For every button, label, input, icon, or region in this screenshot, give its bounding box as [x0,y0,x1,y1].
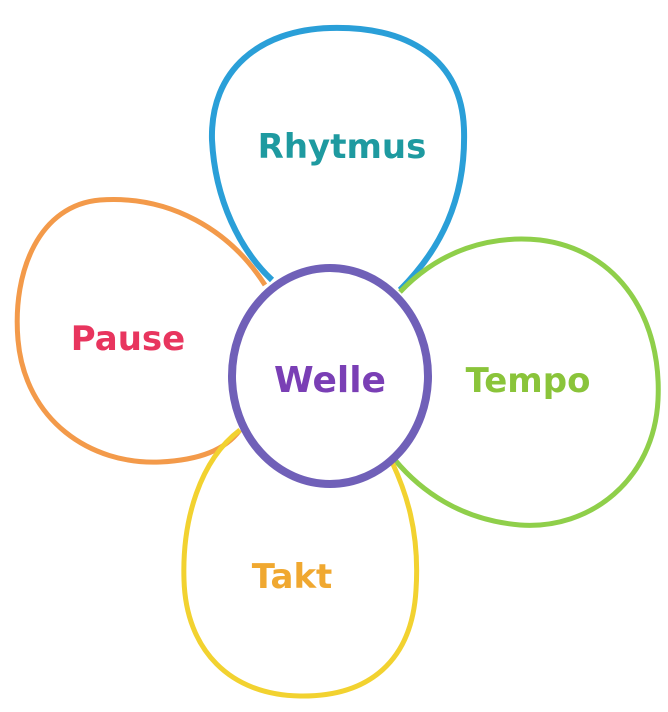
petal-tempo [393,236,661,528]
petal-label-tempo: Tempo [466,361,591,401]
petal-pause [14,197,268,465]
center-circle [228,264,432,488]
petal-label-takt: Takt [252,557,333,597]
center-label: Welle [274,360,386,401]
petal-label-rhytmus: Rhytmus [258,127,427,167]
petal-takt [181,428,420,699]
petal-rhytmus [208,24,468,293]
petal-label-pause: Pause [71,319,185,359]
